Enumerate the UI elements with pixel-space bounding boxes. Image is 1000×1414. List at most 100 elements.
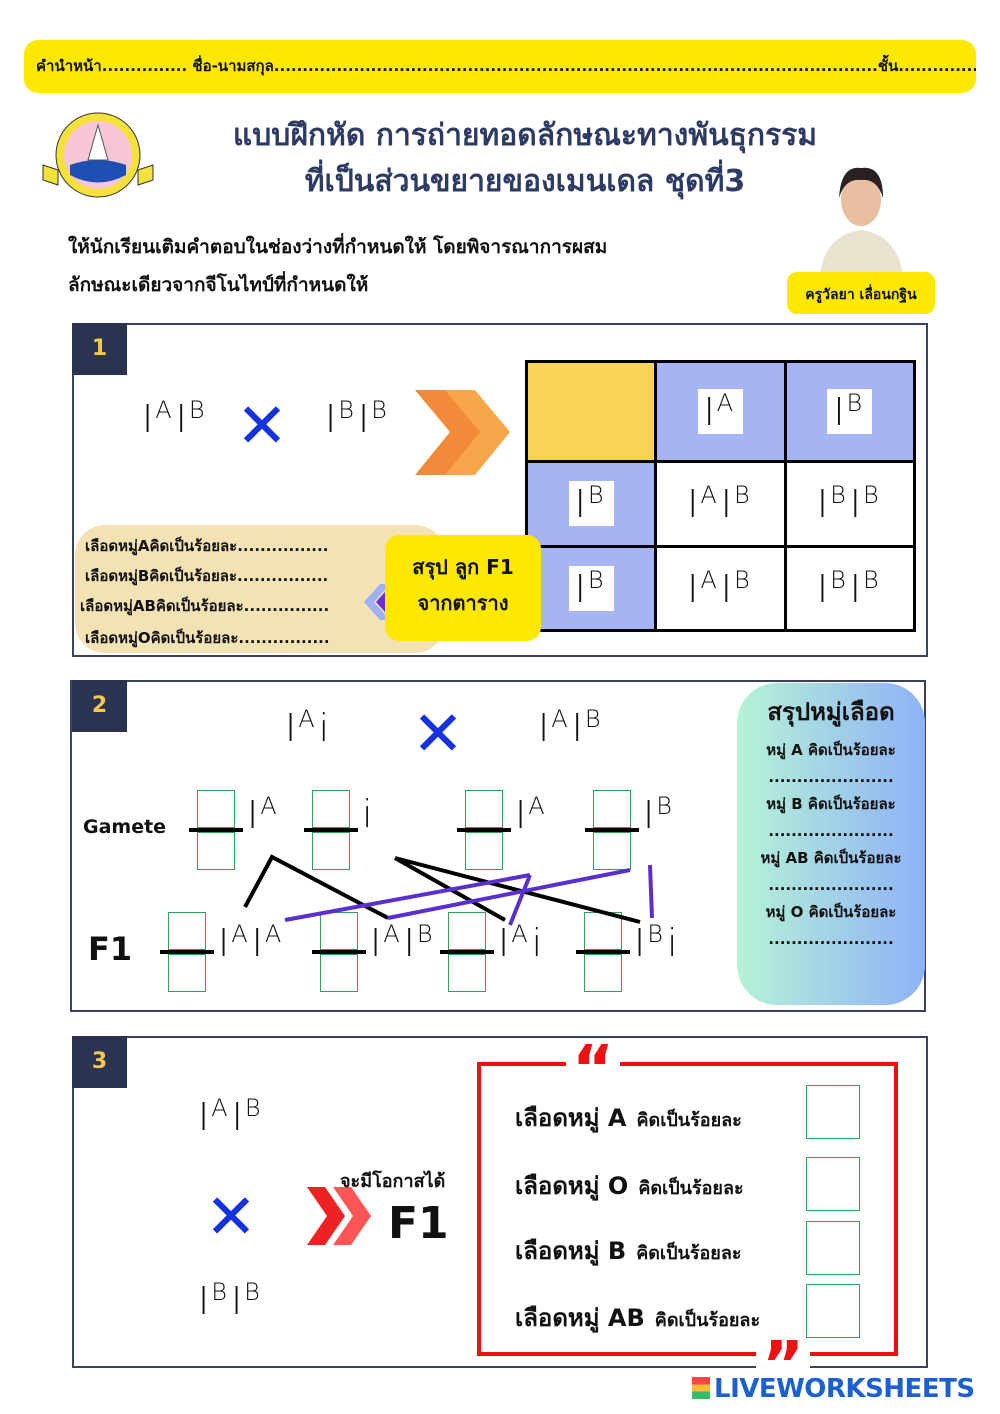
fraction-bar (189, 828, 243, 832)
answer-blank-ab[interactable]: เลือดหมู่ABคิดเป็นร้อยละ............... (80, 597, 330, 615)
f1-genotype-input-box[interactable] (168, 954, 206, 992)
instruction-line-1: ให้นักเรียนเติมคำตอบในช่องว่างที่กำหนดให… (68, 236, 608, 258)
instruction-line-2: ลักษณะเดียวจากจีโนไทป์ที่กำหนดให้ (68, 274, 369, 296)
gamete: IA (247, 792, 281, 837)
f1-genotype-input-box[interactable] (320, 912, 358, 950)
allele: I (643, 793, 655, 837)
f1-genotype-input-box[interactable] (168, 912, 206, 950)
gamete: IB (643, 792, 676, 837)
answer-blank-o[interactable]: เลือดหมู่Oคิดเป็นร้อยละ................ (85, 629, 330, 647)
f1-label: F1 (388, 1198, 449, 1249)
allele: I (198, 1279, 210, 1323)
gamete-input-box[interactable] (465, 790, 503, 828)
f1-genotype-input-box[interactable] (320, 954, 358, 992)
gamete-input-box[interactable] (465, 832, 503, 870)
allele-superscript: B (338, 396, 354, 424)
callout-line-2: จากตาราง (417, 591, 509, 615)
summary-blank[interactable]: ...................... (768, 822, 894, 840)
gamete-input-box[interactable] (312, 790, 350, 828)
allele: I (720, 566, 732, 611)
allele-superscript: B (846, 389, 863, 417)
liveworksheets-logo: LIVEWORKSHEETS (692, 1374, 975, 1404)
answer-box-o[interactable] (806, 1157, 860, 1211)
gamete-input-box[interactable] (312, 832, 350, 870)
teacher-name-badge: ครูวัลยา เลื่อนกฐิน (787, 272, 935, 314)
gamete-input-box[interactable] (197, 832, 235, 870)
open-quote-icon: “ (566, 1038, 621, 1102)
gamete-label: Gamete (83, 816, 167, 838)
allele-superscript: A (511, 920, 528, 948)
allele: I (175, 397, 187, 441)
allele: I (498, 921, 510, 965)
logo-icon (692, 1377, 710, 1399)
allele-superscript: B (733, 481, 750, 510)
f1-genotype-input-box[interactable] (448, 912, 486, 950)
summary-item: หมู่ AB คิดเป็นร้อยละ (760, 849, 902, 867)
allele: I (574, 482, 586, 527)
summary-blank[interactable]: ...................... (768, 768, 894, 786)
school-logo (42, 112, 154, 198)
allele: I (816, 566, 829, 611)
gamete-input-box[interactable] (197, 790, 235, 828)
result-frame (477, 1062, 898, 1356)
f1-label: F1 (88, 930, 133, 968)
answer-box-b[interactable] (806, 1221, 860, 1275)
allele-superscript: B (656, 792, 672, 820)
answer-blank-b[interactable]: เลือดหมู่Bคิดเป็นร้อยละ................ (85, 567, 329, 585)
summary-blank[interactable]: ...................... (768, 876, 894, 894)
allele-superscript: A (383, 920, 400, 948)
allele: I (285, 706, 297, 750)
allele: I (687, 566, 699, 611)
allele-superscript: B (863, 481, 879, 510)
allele: I (370, 921, 382, 965)
allele: I (538, 706, 550, 750)
section-2-number: 2 (72, 680, 127, 732)
allele-superscript: B (863, 565, 879, 594)
gamete-input-box[interactable] (593, 832, 631, 870)
answer-blank-a[interactable]: เลือดหมู่Aคิดเป็นร้อยละ................ (85, 537, 329, 555)
summary-item: หมู่ O คิดเป็นร้อยละ (765, 903, 897, 921)
answer-box-ab[interactable] (806, 1284, 860, 1338)
punnett-row-header: IB (568, 481, 614, 527)
allele: I (833, 390, 845, 434)
allele: I (230, 1279, 243, 1323)
allele: i (318, 706, 330, 750)
allele: i (362, 792, 373, 836)
allele: I (357, 397, 370, 441)
allele-superscript: A (700, 565, 717, 594)
f1-genotype-input-box[interactable] (584, 954, 622, 992)
allele: I (142, 397, 154, 441)
f1-genotype-input-box[interactable] (584, 912, 622, 950)
allele: I (231, 1095, 243, 1139)
section-3 (72, 1036, 928, 1368)
answer-box-a[interactable] (806, 1085, 860, 1139)
allele-superscript: B (587, 565, 604, 594)
title-line-2: ที่เป็นส่วนขยายของเมนเดล ชุดที่3 (304, 164, 746, 199)
fraction-bar (304, 828, 358, 832)
cross-icon: ✕ (412, 697, 464, 770)
fraction-bar (457, 828, 511, 832)
f1-genotype-input-box[interactable] (448, 954, 486, 992)
allele-superscript: B (733, 565, 750, 594)
allele-superscript: A (264, 920, 282, 948)
allele: I (687, 482, 699, 527)
allele: I (574, 566, 586, 611)
blood-group-summary: สรุปหมู่เลือด หมู่ A คิดเป็นร้อยละ .....… (737, 683, 925, 1005)
gamete-input-box[interactable] (593, 790, 631, 828)
allele-superscript: B (647, 920, 663, 948)
allele: I (515, 793, 527, 837)
allele: I (720, 482, 732, 527)
chevron-right-icon (307, 1187, 371, 1245)
fraction-bar (160, 950, 214, 954)
allele-superscript: A (260, 792, 277, 820)
summary-blank[interactable]: ...................... (768, 930, 894, 948)
